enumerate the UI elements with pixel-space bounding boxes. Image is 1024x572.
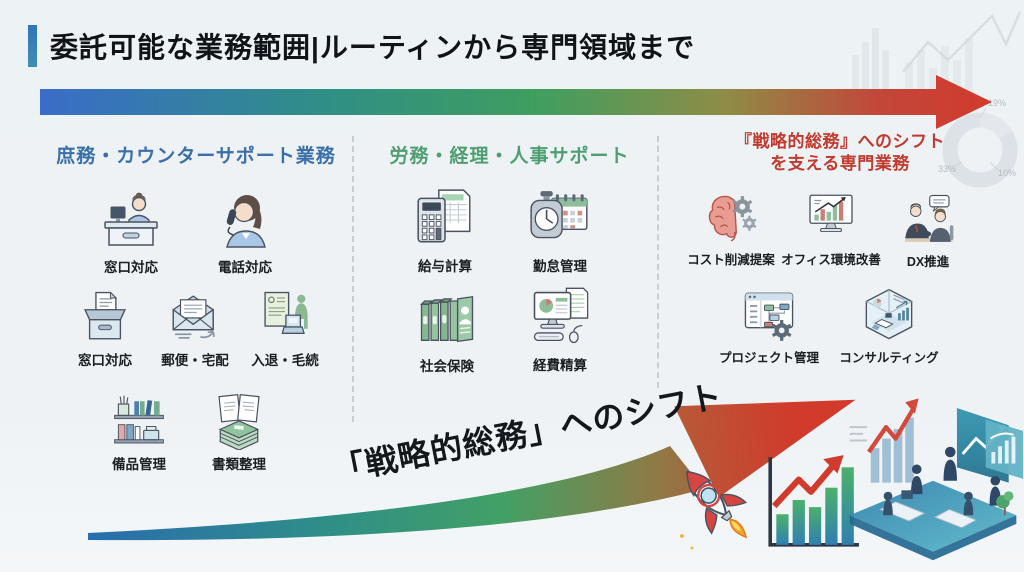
document-box-icon [84,291,126,340]
item-consulting: コンサルティング [834,286,944,366]
item-label: プロジェクト管理 [718,351,819,365]
phone-call-icon [226,195,266,248]
item-label: オフィス環境改善 [781,253,881,267]
document-stack-icon [218,394,260,450]
attendance-clock-calendar-icon [530,191,588,239]
growth-bar-chart [768,455,859,547]
item-label: 社会保険 [420,359,474,374]
item-project-management: プロジェクト管理 [714,286,824,366]
item-entry-exit: 入退・毛続 [230,288,340,369]
slide-title-bar: 委託可能な業務範囲|ルーティンから専門領域まで [28,25,695,67]
diagonal-caption: 「戦略的総務」へのシフト [329,377,726,489]
item-label: DX推進 [906,255,950,269]
isometric-office-cube-icon [865,288,913,340]
heading-strategic-column: 『戦略的総務』へのシフト を支える専門業務 [666,131,1014,175]
column-divider-2 [657,136,659,388]
item-label: 備品管理 [112,457,166,472]
item-label: コンサルティング [839,351,939,365]
expense-computer-icon [533,287,589,344]
item-label: 電話対応 [218,260,272,275]
item-phone: 電話対応 [190,189,300,276]
isometric-office-illustration [849,398,1024,561]
item-label: 経費精算 [533,358,587,373]
item-label: 書類整理 [212,457,266,472]
consult-meeting-icon [905,194,954,242]
item-dx: DX推進 [876,192,980,270]
item-label: 窓口対応 [104,260,158,275]
reception-desk-icon [104,192,158,246]
column-divider-1 [352,136,354,422]
payroll-calculator-icon [417,189,471,243]
item-reception: 窓口対応 [76,189,186,276]
donut-label-19: 19% [988,98,1006,108]
item-expense: 経費精算 [505,283,615,374]
item-attendance: 勤怠管理 [505,186,615,275]
item-document-box: 窓口対応 [50,288,160,369]
item-label: コスト削減提案 [687,253,775,267]
item-cost-reduction: コスト削減提案 [676,190,786,268]
item-mail: 郵便・宅配 [140,288,250,369]
heading-strategic-line1: 『戦略的総務』へのシフト [735,132,945,151]
item-office-improvement: オフィス環境改善 [776,190,886,268]
item-label: 勤怠管理 [533,259,587,274]
item-equipment: 備品管理 [84,390,194,473]
page-title: 委託可能な業務範囲|ルーティンから専門領域まで [50,32,696,63]
heading-strategic-line2: を支える専門業務 [770,154,910,174]
entry-exit-procedure-icon [264,291,308,334]
kanban-gear-icon [744,292,794,341]
heading-backoffice-column: 労務・経理・人事サポート [389,146,630,167]
monitor-growth-chart-icon [809,194,853,233]
title-accent-bar [28,25,37,67]
brain-gears-icon [708,195,757,242]
item-social-insurance: 社会保険 [392,284,502,375]
equipment-shelf-icon [114,395,164,444]
heading-routine-column: 庶務・カウンターサポート業務 [56,146,336,167]
social-insurance-binders-icon [419,295,474,343]
routine-to-expert-arrow [40,75,992,129]
item-documents: 書類整理 [184,390,294,473]
item-label: 給与計算 [418,259,472,274]
mail-delivery-icon [172,295,215,339]
item-label: 入退・毛続 [251,353,319,368]
item-payroll: 給与計算 [390,186,500,275]
item-label: 郵便・宅配 [161,353,229,368]
item-label: 窓口対応 [78,353,132,368]
